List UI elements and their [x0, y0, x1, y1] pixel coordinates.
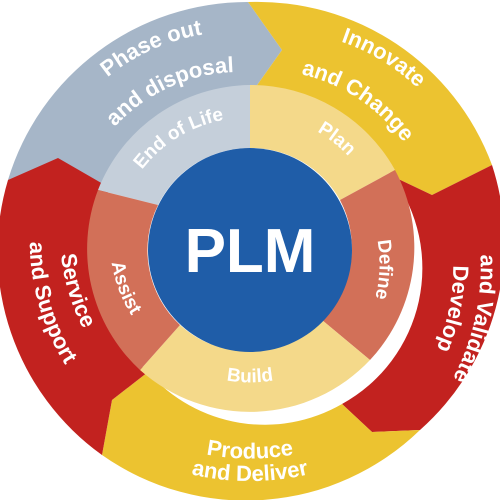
outer-segment-phase-out	[8, 1, 282, 188]
svg-text:Define: Define	[370, 238, 395, 301]
outer-segment-service	[0, 158, 148, 455]
inner-segment-end-of-life	[98, 85, 250, 205]
svg-text:Build: Build	[226, 365, 275, 388]
outer-segment-produce	[102, 372, 420, 500]
outer-segment-develop	[342, 165, 500, 432]
outer-label-produce-line1: Produce	[205, 435, 294, 464]
outer-segment-innovate	[248, 1, 492, 196]
inner-segment-assist	[87, 190, 180, 370]
center-label: PLM	[185, 217, 316, 286]
inner-segment-define	[322, 170, 415, 360]
inner-label-build: Build	[226, 365, 275, 388]
inner-segment-build	[140, 320, 370, 412]
inner-ring	[87, 84, 415, 412]
inner-segment-plan	[250, 84, 395, 200]
center-circle	[148, 148, 352, 352]
inner-label-define: Define	[370, 238, 395, 301]
svg-text:Produce: Produce	[205, 435, 294, 464]
